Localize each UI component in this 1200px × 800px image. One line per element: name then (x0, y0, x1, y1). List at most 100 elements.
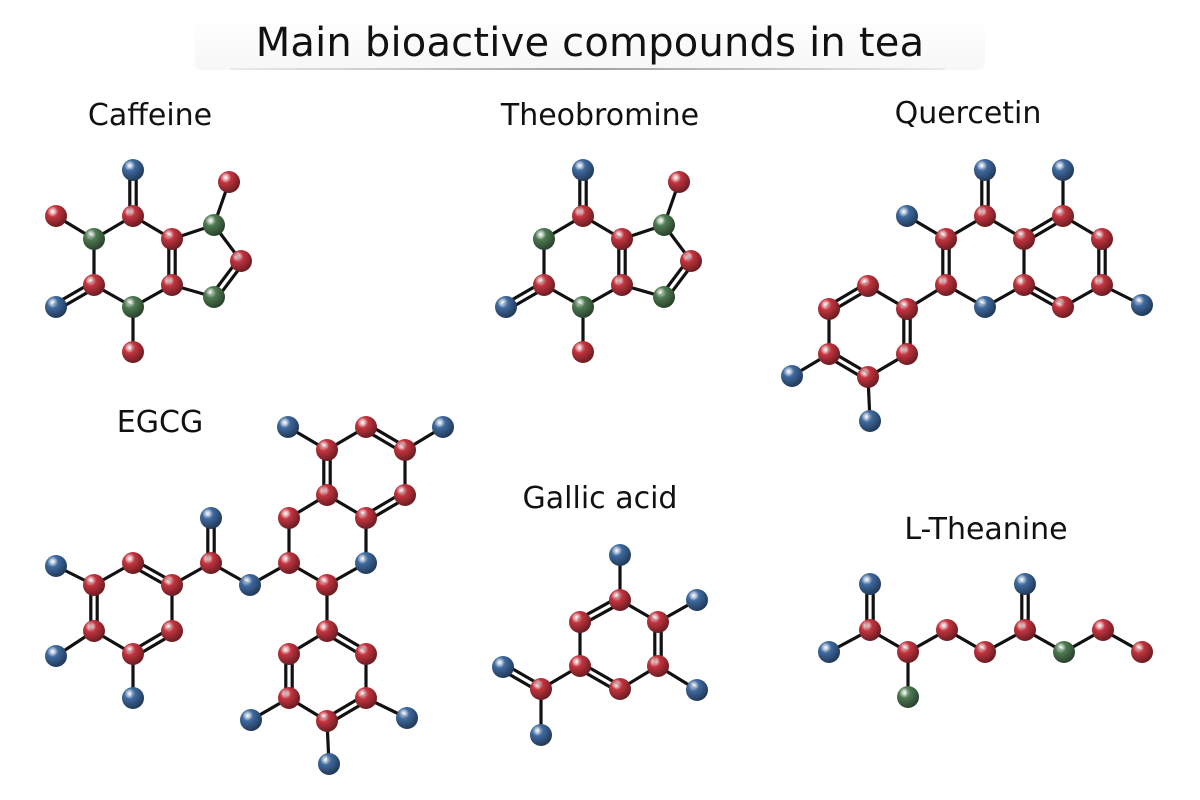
theobromine-atom-red (572, 341, 594, 363)
caffeine-atom-green (83, 228, 105, 250)
quercetin-atom-red (1013, 274, 1035, 296)
caffeine-atom-blue (45, 296, 67, 318)
gallic-acid-label: Gallic acid (522, 481, 678, 516)
quercetin-atom-red (857, 275, 879, 297)
egcg-atom-blue (240, 709, 262, 731)
l_theanine-atom-red (936, 619, 958, 641)
gallic_acid-atom-blue (686, 679, 708, 701)
egcg-atom-red (316, 574, 338, 596)
caffeine-atom-red (122, 205, 144, 227)
caffeine-atom-green (203, 214, 225, 236)
quercetin-atom-red (1052, 205, 1074, 227)
egcg-atom-blue (122, 687, 144, 709)
theobromine-atom-red (611, 228, 633, 250)
gallic_acid-atom-blue (492, 656, 514, 678)
l_theanine-atom-blue (859, 573, 881, 595)
quercetin-atom-red (935, 228, 957, 250)
page-title: Main bioactive compounds in tea (255, 20, 925, 66)
title-banner: Main bioactive compounds in tea (195, 12, 985, 70)
egcg-atom-red (83, 574, 105, 596)
quercetin-atom-red (818, 343, 840, 365)
egcg-atom-blue (396, 707, 418, 729)
theobromine-atom-red (668, 171, 690, 193)
theobromine-atom-blue (495, 296, 517, 318)
egcg-atom-red (278, 507, 300, 529)
theobromine-atom-red (680, 250, 702, 272)
title-underline (230, 68, 945, 70)
quercetin-atom-red (818, 298, 840, 320)
egcg-atom-blue (318, 753, 340, 775)
gallic_acid-atom-red (609, 678, 631, 700)
egcg-atom-red (200, 552, 222, 574)
l-theanine-label: L-Theanine (904, 512, 1068, 547)
quercetin-atom-blue (781, 365, 803, 387)
quercetin-atom-blue (1052, 159, 1074, 181)
theobromine-atom-red (572, 205, 594, 227)
quercetin-atom-blue (974, 159, 996, 181)
caffeine-atom-red (161, 274, 183, 296)
theobromine-atom-green (533, 228, 555, 250)
egcg-atom-blue (355, 552, 377, 574)
caffeine-atom-red (45, 205, 67, 227)
egcg-atom-red (316, 484, 338, 506)
quercetin-atom-red (1013, 228, 1035, 250)
caffeine-label: Caffeine (87, 98, 213, 133)
egcg-atom-red (122, 552, 144, 574)
egcg-atom-red (83, 620, 105, 642)
l_theanine-atom-red (1131, 641, 1153, 663)
quercetin-atom-red (974, 205, 996, 227)
caffeine-atom-red (83, 274, 105, 296)
gallic_acid-atom-red (530, 678, 552, 700)
theobromine-atom-green (572, 296, 594, 318)
egcg-atom-red (161, 574, 183, 596)
quercetin-atom-red (896, 343, 918, 365)
egcg-atom-red (394, 439, 416, 461)
egcg-label: EGCG (116, 405, 204, 440)
theobromine-atom-red (533, 274, 555, 296)
quercetin-atom-red (1091, 228, 1113, 250)
egcg-atom-red (355, 687, 377, 709)
egcg-atom-red (122, 643, 144, 665)
caffeine-atom-green (122, 296, 144, 318)
quercetin-atom-red (857, 366, 879, 388)
egcg-atom-red (278, 687, 300, 709)
theobromine-atom-green (653, 214, 675, 236)
quercetin-atom-blue (859, 410, 881, 432)
quercetin-atom-blue (896, 205, 918, 227)
l_theanine-atom-green (897, 686, 919, 708)
quercetin-atom-blue (1131, 294, 1153, 316)
l_theanine-atom-red (1014, 619, 1036, 641)
egcg-atom-blue (239, 574, 261, 596)
l_theanine-atom-green (1053, 641, 1075, 663)
gallic_acid-atom-red (609, 589, 631, 611)
egcg-atom-blue (45, 645, 67, 667)
theobromine-atom-green (653, 286, 675, 308)
gallic_acid-atom-blue (686, 589, 708, 611)
gallic_acid-atom-red (647, 611, 669, 633)
quercetin-atom-red (935, 274, 957, 296)
caffeine-atom-red (218, 171, 240, 193)
theobromine-atom-blue (572, 159, 594, 181)
theobromine-label: Theobromine (500, 98, 700, 133)
quercetin-label: Quercetin (894, 96, 1042, 131)
egcg-atom-blue (45, 555, 67, 577)
egcg-atom-red (316, 620, 338, 642)
l_theanine-atom-red (859, 619, 881, 641)
egcg-atom-red (316, 710, 338, 732)
quercetin-atom-red (1091, 274, 1113, 296)
quercetin-atom-red (896, 298, 918, 320)
gallic_acid-atom-blue (609, 544, 631, 566)
theobromine-atom-red (611, 274, 633, 296)
gallic_acid-atom-red (569, 611, 591, 633)
egcg-atom-red (161, 620, 183, 642)
l_theanine-atom-red (1092, 619, 1114, 641)
caffeine-atom-red (122, 341, 144, 363)
egcg-atom-red (355, 507, 377, 529)
egcg-atom-blue (200, 507, 222, 529)
caffeine-atom-blue (122, 159, 144, 181)
egcg-atom-red (278, 643, 300, 665)
egcg-atom-red (316, 439, 338, 461)
l_theanine-atom-blue (818, 641, 840, 663)
l_theanine-atom-blue (1014, 573, 1036, 595)
